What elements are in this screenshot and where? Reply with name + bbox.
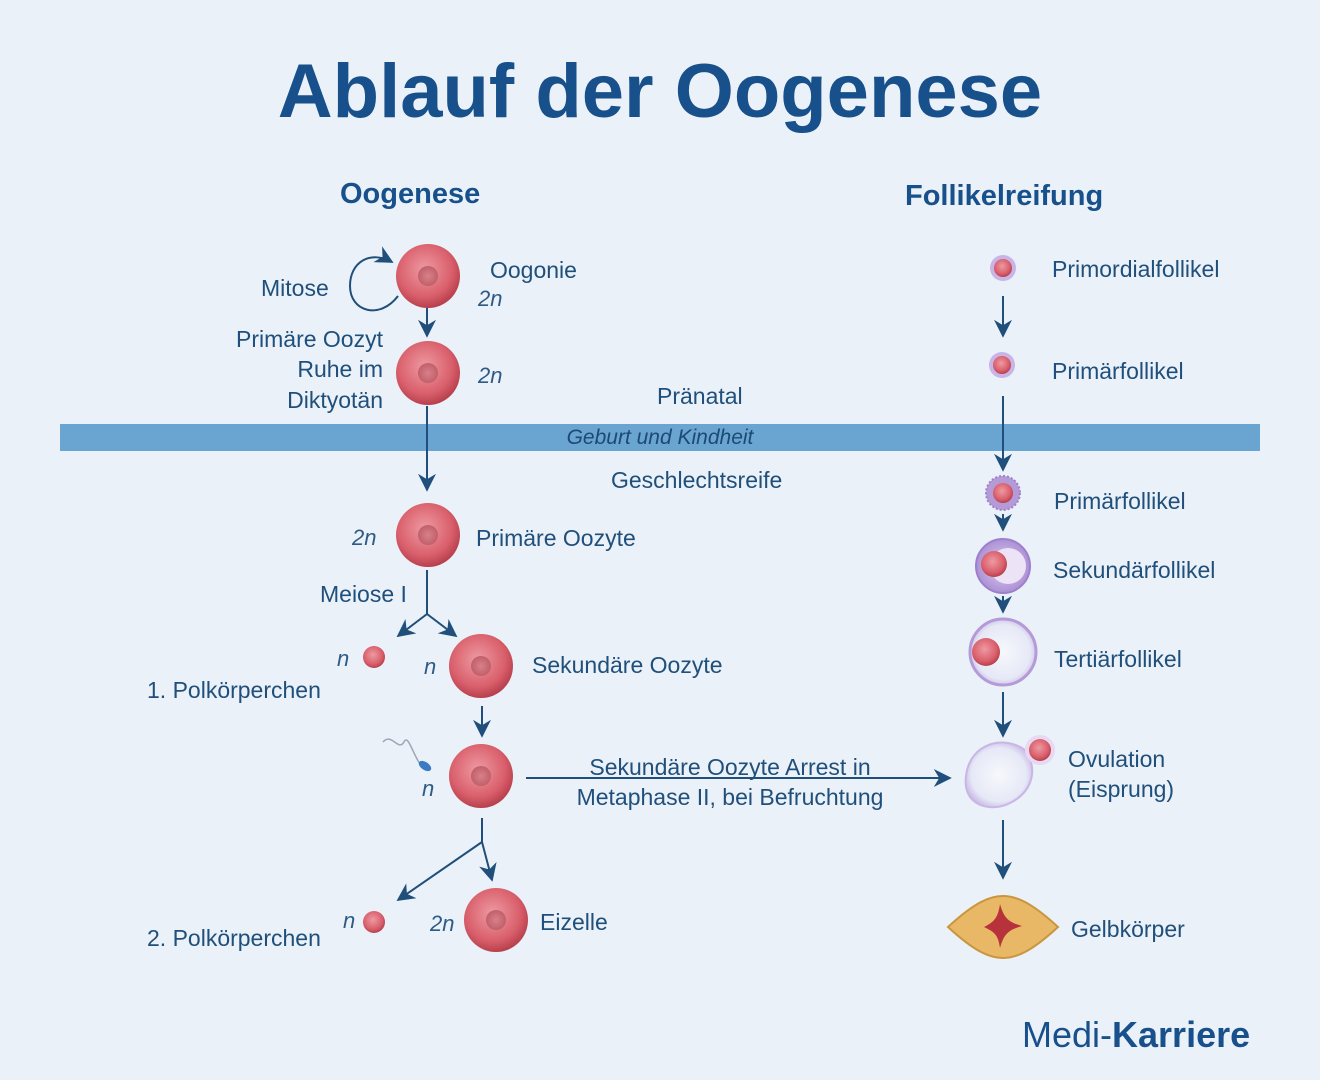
- cell-primary-rest: [396, 341, 460, 405]
- column-heading-follikelreifung: Follikelreifung: [905, 180, 1104, 212]
- primary-rest-label-2: Ruhe im: [297, 356, 383, 382]
- arrow-to-polar1: [396, 613, 428, 638]
- fertilized-ploidy: n: [422, 776, 435, 801]
- arrest-label-1: Sekundäre Oozyte Arrest in: [589, 754, 871, 780]
- primary-follicle-label-1: Primärfollikel: [1052, 358, 1184, 384]
- cell-primary-oocyte: [396, 503, 460, 567]
- secondary-oocyte-ploidy: n: [424, 654, 437, 679]
- oogonie-label: Oogonie: [490, 257, 577, 283]
- sperm-icon: [382, 738, 432, 772]
- oogonie-ploidy: 2n: [478, 286, 503, 311]
- polar1-label: 1. Polkörperchen: [147, 677, 321, 703]
- brand-part1: Medi-: [1022, 1014, 1113, 1055]
- mitose-label: Mitose: [261, 275, 329, 301]
- primary-oocyte-label: Primäre Oozyte: [476, 525, 636, 551]
- brand-logo: Medi-Karriere: [1022, 1014, 1250, 1056]
- mitose-loop-arrow: [348, 246, 399, 312]
- follicle-primordial: [990, 255, 1016, 281]
- ovulation-label-1: Ovulation: [1068, 746, 1166, 772]
- primary-rest-ploidy: 2n: [478, 363, 503, 388]
- follicle-primary1: [989, 352, 1015, 378]
- corpus-luteum-label: Gelbkörper: [1071, 916, 1185, 942]
- primary-oocyte-ploidy: 2n: [352, 525, 377, 550]
- cell-polar1: [363, 646, 385, 668]
- cell-polar2: [363, 911, 385, 933]
- prenatal-label: Pränatal: [657, 383, 743, 409]
- follicle-secondary: [975, 538, 1031, 594]
- polar2-ploidy: n: [343, 908, 356, 933]
- arrow-to-egg: [479, 841, 497, 882]
- meiosis-label: Meiose I: [320, 581, 407, 607]
- secondary-follicle-label: Sekundärfollikel: [1053, 557, 1216, 583]
- follicle-tertiary: [968, 617, 1038, 687]
- secondary-oocyte-label: Sekundäre Oozyte: [532, 652, 723, 678]
- cell-oogonie: [396, 244, 460, 308]
- brand-part2: Karriere: [1112, 1014, 1251, 1055]
- ovulation-label-2: (Eisprung): [1068, 776, 1175, 802]
- polar1-ploidy: n: [337, 646, 350, 671]
- arrow-to-polar2: [396, 841, 483, 902]
- corpus-luteum: [946, 894, 1060, 960]
- column-heading-oogenese: Oogenese: [340, 178, 481, 210]
- primordial-follicle-label: Primordialfollikel: [1052, 256, 1220, 282]
- tertiary-follicle-label: Tertiärfollikel: [1054, 646, 1182, 672]
- egg-label: Eizelle: [540, 909, 608, 935]
- primary-follicle-label-2: Primärfollikel: [1054, 488, 1186, 514]
- cell-egg: [464, 888, 528, 952]
- egg-ploidy: 2n: [430, 911, 455, 936]
- primary-rest-label-1: Primäre Oozyt: [236, 326, 383, 352]
- puberty-label: Geschlechtsreife: [611, 467, 783, 493]
- birth-childhood-band: [60, 424, 1260, 451]
- follicle-ovulation: [964, 735, 1055, 809]
- arrest-label-2: Metaphase II, bei Befruchtung: [576, 784, 884, 810]
- page-title: Ablauf der Oogenese: [277, 49, 1043, 134]
- cell-fertilized: [449, 744, 513, 808]
- polar2-label: 2. Polkörperchen: [147, 925, 321, 951]
- arrow-to-secondary: [426, 613, 458, 638]
- band-label: Geburt und Kindheit: [566, 426, 754, 449]
- cell-secondary-oocyte: [449, 634, 513, 698]
- primary-rest-label-3: Diktyotän: [287, 387, 383, 413]
- follicle-primary2: [985, 475, 1021, 511]
